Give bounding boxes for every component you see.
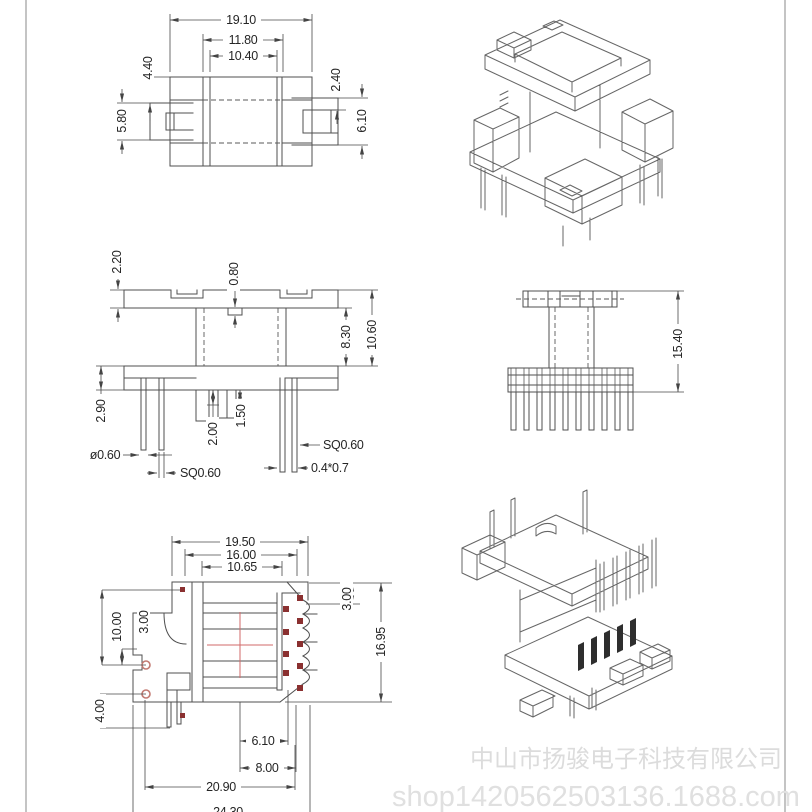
dim-label: 11.80 [223, 33, 263, 47]
svg-text:2.40: 2.40 [329, 68, 343, 91]
svg-text:2.90: 2.90 [94, 399, 108, 422]
watermark-shop-text: shop1420562503136.1688.com [392, 781, 800, 812]
dim-label: 16.00 [221, 548, 261, 562]
dim-label: 10.40 [223, 49, 263, 63]
dim-label: 0.80 [227, 257, 241, 291]
dim-label: ø0.60 [90, 448, 121, 462]
isometric-view-upper [469, 19, 674, 247]
bottom-view-dimensions: 19.50 16.00 10.65 3.00 16.95 10.00 3.00 … [93, 535, 392, 812]
extension-lines [617, 290, 684, 393]
svg-text:0.80: 0.80 [227, 262, 241, 285]
svg-text:10.65: 10.65 [227, 560, 257, 574]
svg-text:19.10: 19.10 [226, 13, 256, 27]
dim-label: 0.4*0.7 [311, 461, 349, 475]
dim-label: 10.65 [222, 560, 262, 574]
dim-label: 16.95 [374, 622, 388, 662]
isometric-view-lower [461, 489, 673, 719]
dim-label: 19.50 [220, 535, 260, 549]
svg-text:3.00: 3.00 [340, 587, 354, 610]
svg-text:19.50: 19.50 [225, 535, 255, 549]
dim-label: 1.50 [234, 399, 248, 433]
watermark-company-text: 中山市扬骏电子科技有限公司 [470, 746, 782, 773]
dim-label: SQ0.60 [180, 466, 221, 480]
dim-label: 2.40 [329, 63, 343, 97]
side-view: 15.40 [507, 290, 685, 431]
svg-text:10.40: 10.40 [228, 49, 258, 63]
svg-text:6.10: 6.10 [355, 109, 369, 132]
dim-label: 20.90 [201, 780, 241, 794]
front-view-hidden-lines [203, 308, 279, 366]
svg-text:3.00: 3.00 [137, 610, 151, 633]
side-view-pin-header-teeth [510, 368, 629, 392]
extension-lines [117, 14, 368, 146]
dim-label: 4.00 [93, 694, 107, 728]
svg-text:2.20: 2.20 [110, 250, 124, 273]
dim-label: 3.00 [340, 582, 354, 616]
svg-text:20.90: 20.90 [206, 780, 236, 794]
svg-text:2.00: 2.00 [206, 422, 220, 445]
top-view-hidden-lines [203, 99, 282, 144]
dim-label: 19.10 [221, 13, 261, 27]
dim-label: 10.00 [110, 612, 124, 642]
dim-label: 10.60 [365, 315, 379, 355]
top-view-outline [149, 76, 339, 167]
iso-lower-linework [461, 489, 673, 719]
svg-text:11.80: 11.80 [229, 33, 258, 47]
side-view-dimensions: 15.40 [617, 290, 685, 393]
dim-label: 8.30 [339, 320, 353, 354]
dim-label: 2.00 [206, 417, 220, 451]
svg-text:16.00: 16.00 [226, 548, 256, 562]
dim-label: 2.20 [110, 245, 124, 279]
svg-text:8.00: 8.00 [255, 761, 278, 775]
iso-lower-dark-slots [578, 618, 636, 671]
svg-text:16.95: 16.95 [374, 627, 388, 657]
bottom-view: 19.50 16.00 10.65 3.00 16.95 10.00 3.00 … [93, 535, 392, 812]
dim-label: SQ0.60 [323, 438, 364, 452]
svg-text:5.80: 5.80 [115, 109, 129, 132]
side-view-pins [510, 391, 634, 431]
extension-lines [100, 536, 392, 812]
svg-text:4.00: 4.00 [93, 699, 107, 722]
svg-text:8.30: 8.30 [339, 325, 353, 348]
watermark: 中山市扬骏电子科技有限公司 shop1420562503136.1688.com [392, 746, 800, 812]
dim-label: 3.00 [137, 605, 151, 639]
top-view-dimensions: 19.10 11.80 10.40 4.40 5.80 2.40 6.10 [115, 13, 369, 159]
pin-markers [141, 587, 303, 718]
center-crosshair [207, 612, 273, 678]
side-view-outline [507, 290, 634, 393]
dim-label: 24.30 [213, 805, 243, 812]
top-view: 19.10 11.80 10.40 4.40 5.80 2.40 6.10 [115, 13, 369, 167]
dim-label: 6.10 [246, 734, 280, 748]
dim-label: 8.00 [250, 761, 284, 775]
front-view-dimensions: 2.20 0.80 8.30 10.60 2.90 2.00 1.50 ø0.6… [90, 245, 379, 480]
svg-text:1.50: 1.50 [234, 404, 248, 427]
svg-text:10.00: 10.00 [110, 612, 124, 642]
svg-text:4.40: 4.40 [141, 56, 155, 79]
dim-label: 15.40 [671, 324, 685, 364]
front-view: 2.20 0.80 8.30 10.60 2.90 2.00 1.50 ø0.6… [90, 245, 379, 480]
svg-text:6.10: 6.10 [251, 734, 274, 748]
svg-text:15.40: 15.40 [671, 329, 685, 359]
side-view-centerlines [516, 298, 624, 368]
dim-label: 5.80 [115, 109, 129, 132]
iso-upper-linework [469, 19, 674, 247]
dim-label: 6.10 [355, 109, 369, 132]
bottom-view-outline [132, 581, 318, 728]
front-view-outline [123, 289, 339, 473]
page-border-lines [25, 0, 786, 812]
svg-text:10.60: 10.60 [365, 320, 379, 350]
dim-label: 4.40 [141, 51, 155, 85]
dim-label: 2.90 [94, 394, 108, 428]
